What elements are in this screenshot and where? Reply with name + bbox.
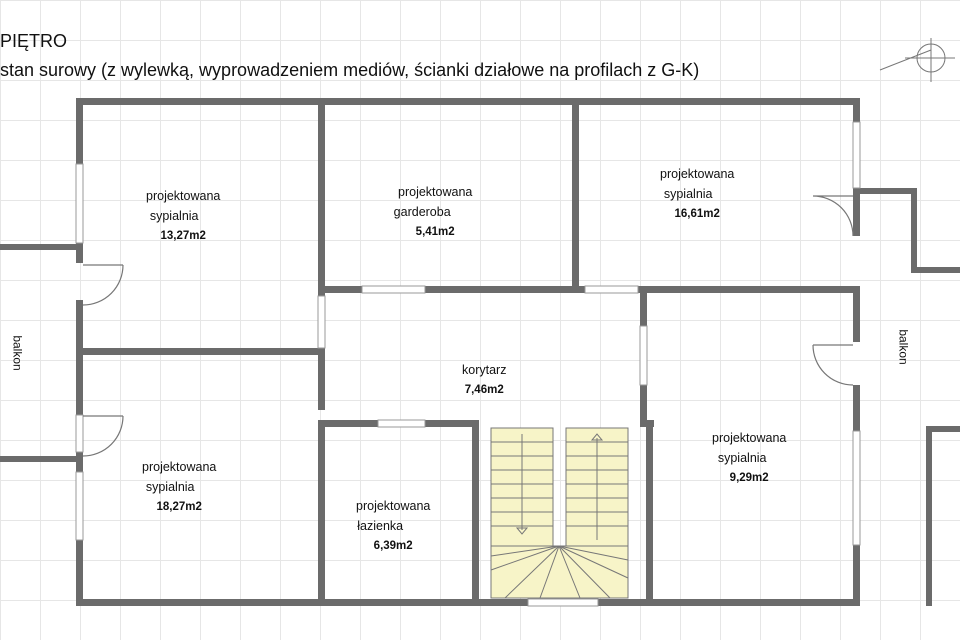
- compass-icon: [879, 38, 955, 82]
- room-label-bedroom-se: projektowana sypialnia 9,29m2: [712, 428, 786, 488]
- room-name: projektowana: [146, 189, 221, 203]
- staircase: [490, 427, 629, 599]
- room-area: 7,46m2: [464, 384, 504, 396]
- walls: [0, 98, 960, 606]
- room-type: łazienka: [357, 519, 404, 533]
- room-name: projektowana: [356, 499, 431, 513]
- room-area: 9,29m2: [729, 472, 769, 484]
- balcony-label-east: balkon: [896, 329, 911, 365]
- room-area: 13,27m2: [160, 230, 206, 242]
- room-area: 5,41m2: [415, 226, 455, 238]
- room-label-corridor: korytarz 7,46m2: [462, 360, 506, 400]
- windows: [75, 121, 861, 607]
- room-name: projektowana: [142, 460, 217, 474]
- room-type: sypialnia: [149, 209, 199, 223]
- room-name: korytarz: [462, 363, 507, 377]
- balcony-label-west: balkon: [10, 335, 25, 371]
- plan-title: PIĘTRO: [0, 31, 68, 51]
- room-type: sypialnia: [717, 451, 767, 465]
- room-type: garderoba: [393, 205, 451, 219]
- room-area: 18,27m2: [156, 501, 202, 513]
- room-label-bathroom: projektowana łazienka 6,39m2: [356, 496, 430, 556]
- room-type: sypialnia: [663, 187, 713, 201]
- room-label-bedroom-sw: projektowana sypialnia 18,27m2: [142, 457, 216, 517]
- room-area: 16,61m2: [674, 208, 720, 220]
- room-type: sypialnia: [145, 480, 195, 494]
- room-name: projektowana: [398, 185, 473, 199]
- room-area: 6,39m2: [373, 540, 413, 552]
- room-name: projektowana: [712, 431, 787, 445]
- room-label-bedroom-nw: projektowana sypialnia 13,27m2: [146, 186, 220, 246]
- door-icons: [82, 195, 854, 457]
- room-label-wardrobe: projektowana garderoba 5,41m2: [394, 182, 473, 242]
- room-name: projektowana: [660, 167, 735, 181]
- room-label-bedroom-ne: projektowana sypialnia 16,61m2: [660, 164, 734, 224]
- plan-subtitle: stan surowy (z wylewką, wyprowadzeniem m…: [0, 60, 700, 80]
